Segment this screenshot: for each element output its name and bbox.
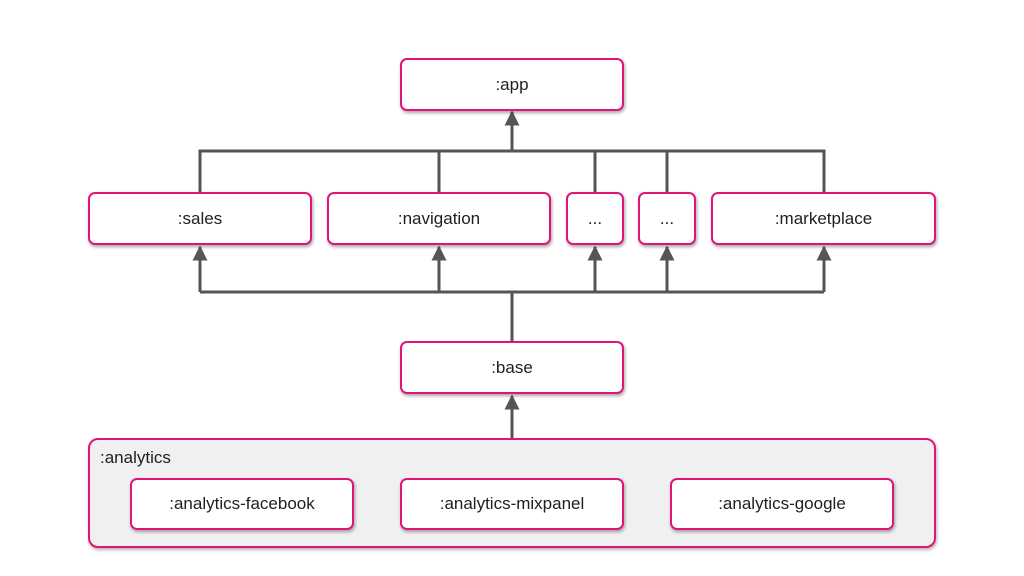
- node-app: :app: [400, 58, 624, 111]
- node-analytics-mixpanel: :analytics-mixpanel: [400, 478, 624, 530]
- connector-features-bus-top: [198, 149, 826, 192]
- analytics-group-label: :analytics: [100, 448, 171, 467]
- node-base: :base: [400, 341, 624, 394]
- node-sales: :sales: [88, 192, 312, 245]
- node-navigation: :navigation: [327, 192, 551, 245]
- node-marketplace: :marketplace: [711, 192, 936, 245]
- node-analytics-google: :analytics-google: [670, 478, 894, 530]
- node-analytics-facebook: :analytics-facebook: [130, 478, 354, 530]
- node-ellipsis-2: ...: [638, 192, 696, 245]
- node-ellipsis-1: ...: [566, 192, 624, 245]
